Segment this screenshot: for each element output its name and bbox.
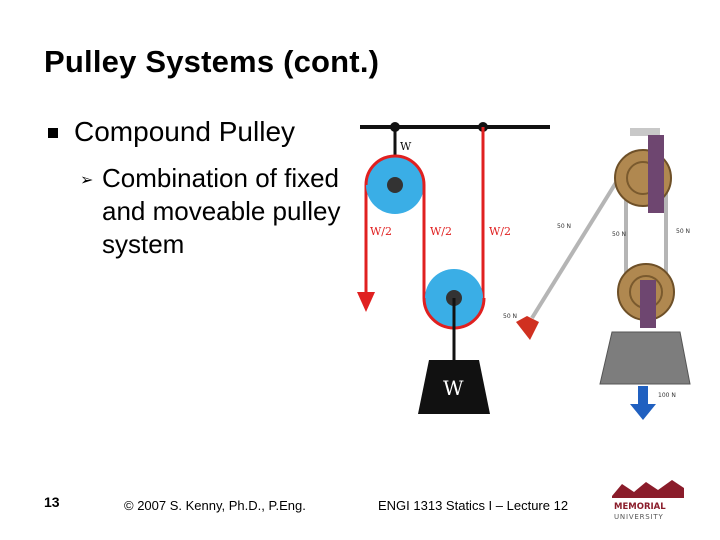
- photo-pull-arrow: [516, 316, 539, 340]
- slide-title: Pulley Systems (cont.): [44, 44, 380, 79]
- weight-block: [418, 360, 490, 414]
- pull-arrow-head: [357, 292, 375, 312]
- bullet-compound-pulley: Compound Pulley: [48, 116, 295, 148]
- footer-copyright: © 2007 S. Kenny, Ph.D., P.Eng.: [124, 498, 306, 513]
- force-top-left: 50 N: [557, 223, 571, 230]
- svg-text:MEMORIAL: MEMORIAL: [614, 502, 666, 512]
- memorial-university-logo: MEMORIAL UNIVERSITY: [612, 480, 684, 521]
- label-w-half-left: W/2: [370, 225, 392, 238]
- force-top-mid: 50 N: [612, 231, 626, 238]
- label-w-half-right: W/2: [489, 225, 511, 238]
- photo-upper-bracket: [630, 128, 660, 136]
- arrow-bullet-icon: ➢: [80, 172, 94, 189]
- photo-load-arrow-shaft: [638, 386, 648, 406]
- fixed-pulley-hub: [387, 177, 403, 193]
- label-w-half-mid: W/2: [430, 225, 452, 238]
- force-load: 100 N: [658, 392, 676, 399]
- sub-bullet-text: Combination of fixed and moveable pulley…: [102, 163, 341, 259]
- rope-over-fixed-pulley: [364, 154, 426, 186]
- force-top-right: 50 N: [676, 228, 690, 235]
- photo-lower-frame: [640, 280, 656, 328]
- force-pull: 50 N: [503, 313, 517, 320]
- ceiling-bar: [360, 125, 550, 129]
- photo-upper-frame: [648, 135, 664, 213]
- bullet-square-icon: [48, 128, 58, 138]
- footer-course: ENGI 1313 Statics I – Lecture 12: [378, 498, 569, 513]
- photo-load-block: [599, 331, 691, 385]
- photo-load-arrow-head: [630, 404, 656, 420]
- photo-rope-pull: [530, 158, 632, 320]
- label-w-top: W: [400, 140, 412, 153]
- bullet-label: Compound Pulley: [74, 116, 296, 147]
- slide-number: 13: [44, 494, 60, 510]
- label-w-weight: W: [443, 376, 464, 400]
- svg-text:UNIVERSITY: UNIVERSITY: [614, 513, 664, 521]
- support-pin-left: [390, 122, 400, 132]
- sub-bullet: ➢ Combination of fixed and moveable pull…: [80, 162, 362, 261]
